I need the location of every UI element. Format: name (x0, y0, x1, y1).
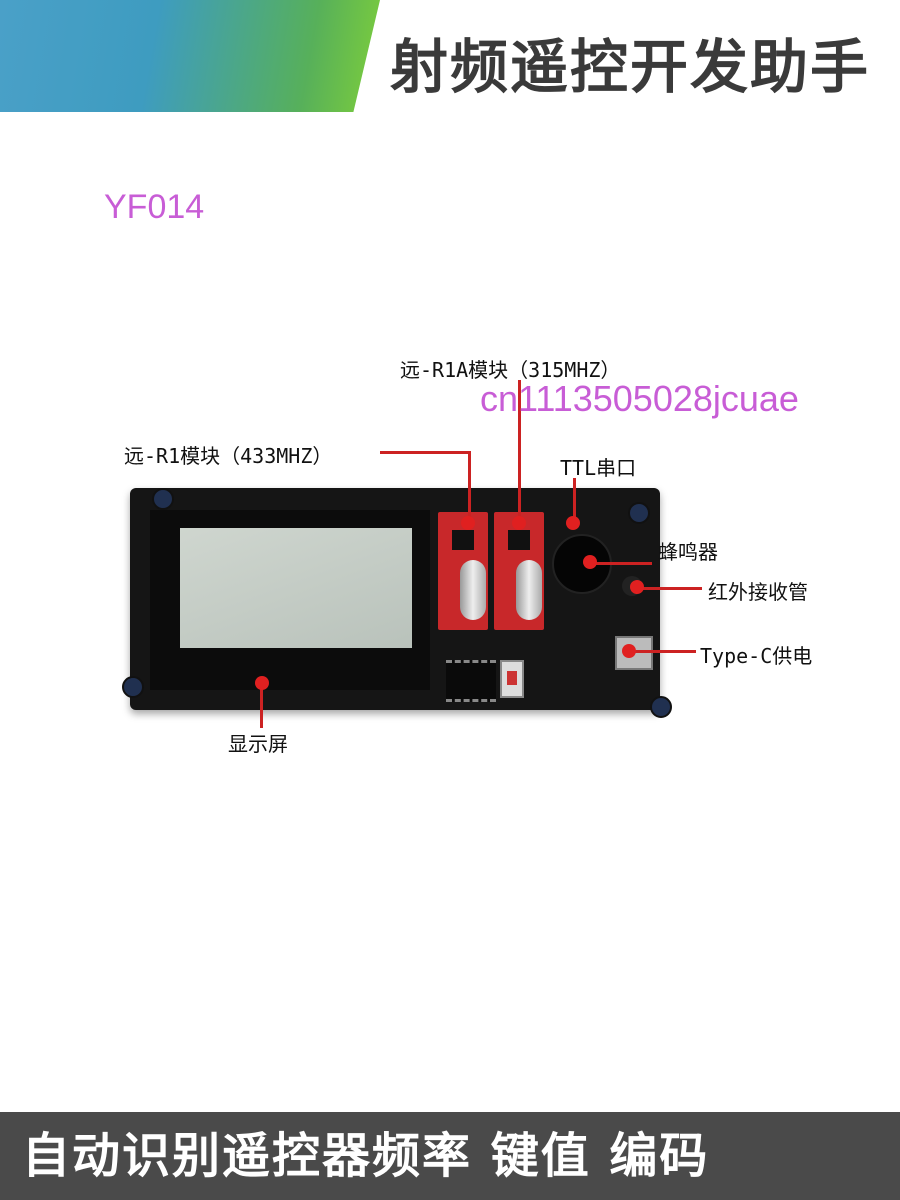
label-ir: 红外接收管 (708, 580, 808, 604)
pointer-line (630, 650, 696, 653)
reset-button-component (500, 660, 524, 698)
watermark-text: cn1113505028jcuae (480, 378, 799, 419)
r1a-chip (508, 530, 530, 550)
pointer-line (380, 451, 470, 454)
pointer-line (640, 587, 702, 590)
bottom-banner (0, 1112, 900, 1200)
r1-chip (452, 530, 474, 550)
pointer-dot (566, 516, 580, 530)
pointer-dot (255, 676, 269, 690)
pointer-dot (461, 516, 475, 530)
label-r1-module: 远-R1模块（433MHZ） (124, 444, 333, 468)
model-code: YF014 (104, 188, 205, 226)
pointer-line (260, 684, 263, 728)
controller-ic (446, 660, 496, 702)
type-c-port (615, 636, 653, 670)
label-buzzer: 蜂鸣器 (658, 540, 718, 564)
lcd-glass (180, 528, 412, 648)
label-r1a-module: 远-R1A模块（315MHZ） (400, 358, 621, 382)
screw-icon (650, 696, 672, 718)
pointer-line (590, 562, 652, 565)
pointer-line (468, 451, 471, 521)
label-display: 显示屏 (228, 732, 288, 756)
r1-crystal (460, 560, 486, 620)
screw-icon (152, 488, 174, 510)
label-type-c: Type-C供电 (700, 644, 813, 668)
pointer-dot (630, 580, 644, 594)
pointer-dot (512, 516, 526, 530)
slogan-text: 自动识别遥控器频率 键值 编码 (22, 1128, 710, 1184)
pointer-line (573, 478, 576, 522)
pointer-dot (583, 555, 597, 569)
screw-icon (628, 502, 650, 524)
label-ttl: TTL串口 (560, 456, 637, 480)
page-title: 射频遥控开发助手 (389, 33, 870, 101)
screw-icon (122, 676, 144, 698)
r1a-crystal (516, 560, 542, 620)
corner-gradient (0, 0, 380, 112)
pointer-dot (622, 644, 636, 658)
pointer-line (518, 380, 521, 520)
